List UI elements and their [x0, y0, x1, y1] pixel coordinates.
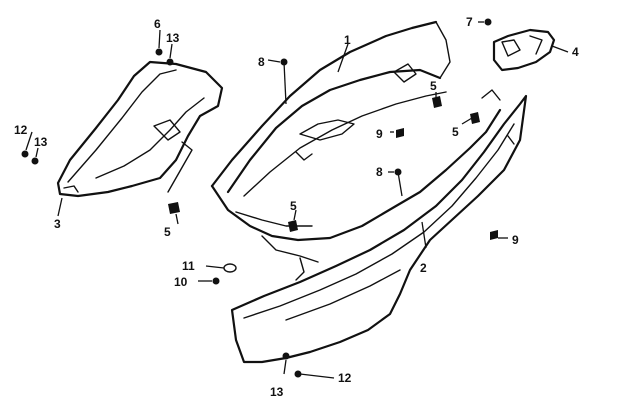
callout-8-middle: 8 — [376, 165, 383, 179]
washer-13-bottom — [282, 352, 290, 360]
screw-7 — [484, 18, 492, 26]
clip-5-left-cover — [168, 202, 180, 214]
callout-6: 6 — [154, 17, 161, 31]
callout-7: 7 — [466, 15, 473, 29]
callout-13-left: 13 — [34, 135, 48, 149]
callout-11: 11 — [182, 259, 195, 273]
nut-10 — [212, 277, 220, 285]
callout-12-bottom: 12 — [338, 371, 352, 385]
callout-10: 10 — [174, 275, 188, 289]
fastener-hardware — [21, 18, 498, 378]
callout-9-center: 9 — [376, 127, 383, 141]
right-side-cover-part — [230, 94, 528, 364]
washer-13-left — [31, 157, 39, 165]
screw-9-center — [396, 128, 404, 138]
callout-3: 3 — [54, 217, 61, 231]
leader-lines — [25, 21, 569, 379]
rear-bracket-part — [492, 28, 556, 72]
bolt-6-top-left — [155, 48, 163, 56]
callout-13-top: 13 — [166, 31, 180, 45]
washer-13-top-left — [166, 58, 174, 66]
washer-11 — [223, 263, 237, 273]
callout-9-right: 9 — [512, 233, 519, 247]
callout-1: 1 — [344, 33, 351, 47]
clip-5-center — [432, 96, 442, 108]
callout-8-upper: 8 — [258, 55, 265, 69]
callout-4: 4 — [572, 45, 579, 59]
callout-5-lower: 5 — [290, 199, 297, 213]
callout-12-left: 12 — [14, 123, 28, 137]
callout-5-right: 5 — [452, 125, 459, 139]
bolt-12-bottom — [294, 370, 302, 378]
callout-5-left: 5 — [164, 225, 171, 239]
screw-9-right — [490, 230, 498, 240]
left-side-cover-part — [56, 60, 224, 198]
clip-5-lower — [288, 220, 298, 232]
bolt-12-left — [21, 150, 29, 158]
clip-5-right — [470, 112, 480, 124]
callout-labels: 1 2 3 4 5 5 5 5 6 7 8 8 9 9 10 11 12 12 … — [14, 15, 579, 399]
callout-2: 2 — [420, 261, 427, 275]
callout-5-center: 5 — [430, 79, 437, 93]
callout-13-bottom: 13 — [270, 385, 284, 399]
rear-center-cover-part — [210, 20, 502, 263]
